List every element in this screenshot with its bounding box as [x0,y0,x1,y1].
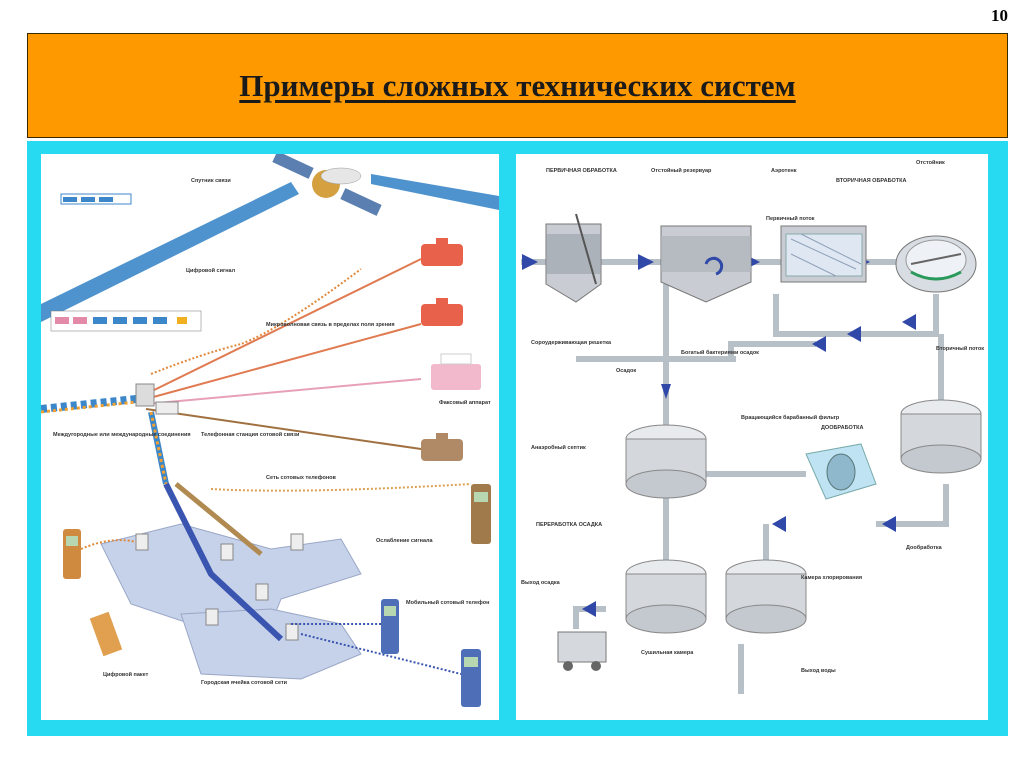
label-phone-exchange: Телефонная станция сотовой связи [201,431,299,438]
clarifier [895,235,977,293]
chlorination-chamber [725,559,807,634]
mobile-phone-icon [63,529,81,579]
slide-title: Примеры сложных технических систем [239,67,796,103]
label-digital-signal: Цифровой сигнал [186,267,236,274]
label-weak-signal: Ослабление сигнала [376,537,434,544]
satellite-beam-right [371,174,499,210]
phone-icon [421,238,463,266]
label-clarifier: Отстойник [916,159,945,166]
label-water-out: Выход воды [801,668,836,674]
label-aerotank: Аэротенк [771,168,797,174]
fax-icon [431,353,481,390]
label-sludge-out: Выход осадка [521,580,561,586]
label-secondary: ВТОРИЧНАЯ ОБРАБОТКА [836,178,907,184]
phone-icon [421,433,463,461]
label-mobile-phone: Мобильный сотовый телефон [406,599,489,606]
label-post-treatment-note: Дообработка [906,544,943,551]
cell-tower-icon [205,608,219,626]
label-primary-flow: Первичный поток [766,215,815,222]
label-cell-network: Сеть сотовых телефонов [266,474,337,481]
label-anaerobic: Анаэробный септик [531,444,586,451]
cell-tower-icon [135,533,149,551]
label-fax: Факсовый аппарат [439,399,491,406]
settling-tank [660,225,752,303]
aerotank [780,225,867,283]
title-band: Примеры сложных технических систем [27,33,1008,138]
page-number: 10 [991,6,1008,25]
label-sediment: Осадок [616,368,636,374]
flow-arrows [522,254,916,617]
digital-packet-top [60,193,132,205]
cell-tower-icon [290,533,304,551]
telecom-diagram: Спутник связи Цифровой сигнал Микроволно… [41,154,499,720]
anaerobic-septic-tank [625,424,707,499]
label-primary: ПЕРВИЧНАЯ ОБРАБОТКА [546,168,617,174]
drying-chamber [625,559,707,634]
water-treatment-diagram: ПЕРВИЧНАЯ ОБРАБОТКА Отстойный резервуар … [516,154,988,720]
digital-packet-mid [50,310,202,332]
label-settling-tank: Отстойный резервуар [651,167,712,174]
sludge-truck-icon [557,631,607,671]
telecom-illustration: Спутник связи Цифровой сигнал Микроволно… [41,154,499,707]
drum-filter [805,443,877,500]
phone-icon [421,298,463,326]
primary-tank [545,213,602,303]
cell-tower-icon [220,543,234,561]
exchange-tower-icon [135,383,179,415]
water-treatment-illustration: ПЕРВИЧНАЯ ОБРАБОТКА Отстойный резервуар … [521,159,984,694]
satellite-icon [272,154,382,216]
figure-frame: Спутник связи Цифровой сигнал Микроволно… [27,141,1008,736]
label-post-treatment: ДООБРАБОТКА [821,425,864,431]
mobile-phone-icon [461,649,481,707]
label-international: Междугородные или международные соединен… [53,432,191,438]
label-processing: ПЕРЕРАБОТКА ОСАДКА [536,522,602,528]
cell-tower-icon [285,623,299,641]
label-chlorination: Камера хлорирования [801,575,862,581]
digital-packet-icon [89,611,123,657]
post-treatment-tank [900,399,982,474]
label-rich-bacteria: Богатый бактериями осадок [681,349,759,356]
label-digital-packet: Цифровой пакет [103,671,149,678]
cell-tower-icon [255,583,269,601]
label-drying: Сушильная камера [641,650,694,656]
label-microwave: Микроволновая связь в пределах поля зрен… [266,322,395,328]
satellite-beam-left [41,182,299,322]
mobile-phone-icon [381,599,399,654]
mobile-phone-icon [471,484,491,544]
label-screen: Сороудерживающая решетка [531,340,612,346]
label-satellite-link: Спутник связи [191,178,231,184]
label-city-cell: Городская ячейка сотовой сети [201,679,287,686]
label-drum-filter: Вращающийся барабанный фильтр [741,414,840,421]
label-secondary-flow: Вторичный поток [936,345,984,352]
